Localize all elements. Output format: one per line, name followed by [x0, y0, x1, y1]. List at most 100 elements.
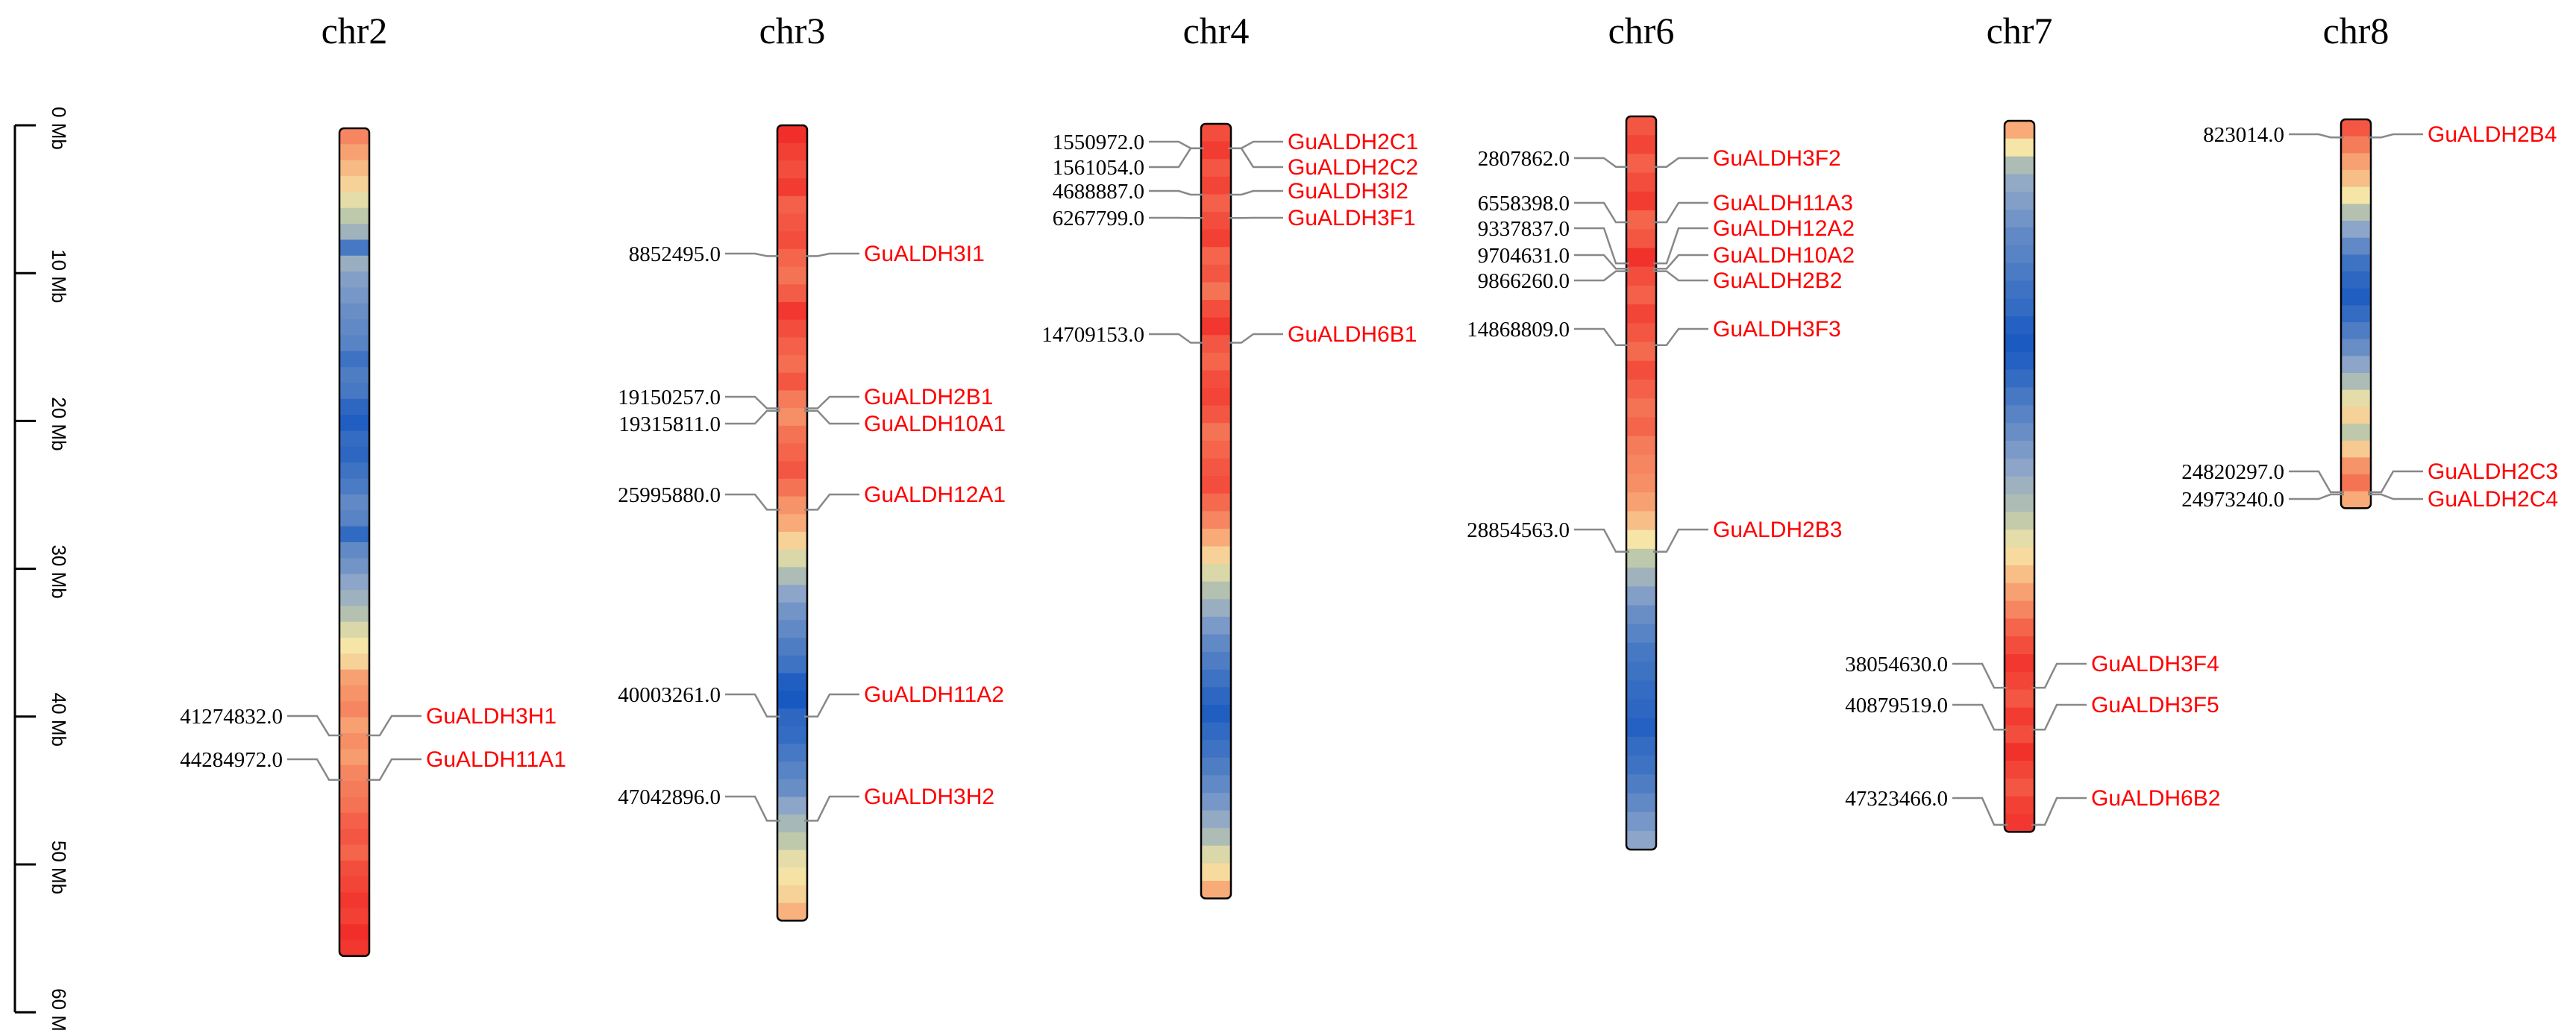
density-band — [777, 408, 807, 427]
density-band — [1201, 828, 1231, 847]
position-leader-line — [1574, 254, 1629, 270]
density-band — [1201, 740, 1231, 759]
gene-name-label: GuALDH6B1 — [1288, 322, 1417, 347]
chromosome-title: chr8 — [2323, 10, 2389, 51]
density-band — [777, 355, 807, 374]
density-band — [1626, 642, 1656, 662]
position-leader-line — [1952, 797, 2008, 826]
density-band — [339, 574, 369, 591]
gene-leader-line — [2368, 470, 2423, 494]
density-band — [777, 885, 807, 904]
density-band — [777, 443, 807, 462]
density-band — [339, 319, 369, 336]
density-band — [1626, 793, 1656, 813]
density-band — [2005, 689, 2034, 709]
gene-position-label: 44284972.0 — [180, 748, 283, 772]
density-band — [1626, 717, 1656, 738]
density-band — [2341, 170, 2371, 188]
gene-name-label: GuALDH3F2 — [1713, 146, 1841, 171]
density-band — [777, 178, 807, 197]
gene-leader-line — [366, 715, 422, 737]
gene-leader-line — [804, 409, 859, 425]
position-leader-line — [725, 493, 780, 511]
chromosome-title: chr6 — [1608, 10, 1675, 51]
chromosome-outline — [338, 127, 371, 958]
density-band — [1201, 511, 1231, 530]
gene-name-label: GuALDH3F4 — [2091, 652, 2219, 676]
density-band — [2005, 387, 2034, 406]
density-band — [1201, 388, 1231, 406]
gene-marker: 2807862.0 GuALDH3F2 — [1478, 146, 1841, 171]
density-band — [2005, 582, 2034, 602]
gene-position-label: 1561054.0 — [1053, 156, 1144, 180]
density-band — [2341, 373, 2371, 391]
density-band — [339, 239, 369, 257]
density-band — [2341, 406, 2371, 424]
density-band — [2341, 153, 2371, 171]
gene-leader-line — [2031, 703, 2087, 731]
scale-tick-label: 60 Mb — [48, 988, 70, 1030]
density-band — [1626, 830, 1656, 850]
density-band — [339, 144, 369, 161]
density-band — [339, 558, 369, 575]
density-band — [777, 726, 807, 745]
density-band — [1626, 417, 1656, 437]
density-band — [339, 701, 369, 718]
density-band — [1201, 423, 1231, 442]
chromosome-outline — [2003, 119, 2036, 833]
density-band — [1626, 605, 1656, 625]
density-band — [1626, 511, 1656, 531]
density-band — [1201, 581, 1231, 600]
density-band — [777, 867, 807, 886]
density-band — [1201, 704, 1231, 723]
density-band — [2005, 743, 2034, 761]
density-band — [1626, 454, 1656, 474]
density-band — [1626, 210, 1656, 230]
density-band — [1626, 756, 1656, 776]
density-band — [2341, 288, 2371, 307]
gene-leader-line — [1228, 333, 1283, 344]
density-band — [2005, 671, 2034, 691]
gene-leader-line — [2368, 133, 2423, 139]
density-band — [1201, 247, 1231, 266]
density-band — [2005, 351, 2034, 371]
density-band — [777, 567, 807, 585]
density-band — [1626, 624, 1656, 644]
chromosome-title: chr4 — [1183, 10, 1250, 51]
density-band — [2341, 221, 2371, 239]
density-band — [777, 814, 807, 833]
density-band — [2341, 457, 2371, 475]
density-band — [777, 284, 807, 303]
density-band — [1201, 194, 1231, 213]
density-band — [1626, 229, 1656, 249]
density-band — [1201, 141, 1231, 160]
gene-leader-line — [804, 693, 859, 718]
density-band — [2005, 530, 2034, 548]
gene-name-label: GuALDH2C3 — [2428, 459, 2558, 484]
gene-leader-line — [366, 758, 422, 781]
gene-leader-line — [2031, 797, 2087, 826]
density-band — [2341, 305, 2371, 323]
density-band — [1201, 757, 1231, 776]
gene-position-label: 9704631.0 — [1478, 244, 1570, 268]
gene-position-label: 2807862.0 — [1478, 147, 1570, 171]
density-band — [1201, 476, 1231, 494]
density-band — [777, 125, 807, 144]
gene-leader-line — [1653, 254, 1708, 270]
density-band — [1201, 335, 1231, 354]
scale-tick-label: 40 Mb — [48, 693, 70, 747]
position-leader-line — [1952, 662, 2008, 689]
density-band — [339, 207, 369, 224]
